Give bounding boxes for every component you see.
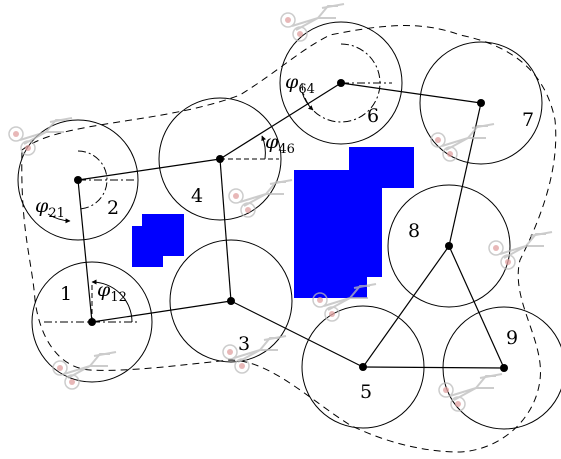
- node-label-3: 3: [238, 333, 250, 355]
- node-dot-7: [477, 99, 485, 107]
- node-label-1: 1: [60, 283, 72, 305]
- drone-icon: [53, 352, 116, 389]
- edge-1-2: [78, 180, 92, 322]
- obstacle-small: [132, 214, 184, 267]
- edge-2-4: [78, 159, 220, 180]
- angle-label-phi21: φ21: [35, 195, 65, 221]
- edge-7-8: [449, 103, 481, 246]
- node-dot-8: [445, 242, 453, 250]
- node-dot-6: [337, 79, 345, 87]
- node-label-4: 4: [191, 185, 203, 207]
- angle-labels: φ21 φ12 φ46 φ64: [35, 71, 315, 305]
- drone-icon: [229, 180, 292, 217]
- node-dot-2: [74, 176, 82, 184]
- node-dot-5: [359, 363, 367, 371]
- drone-icon: [489, 232, 552, 269]
- edge-5-9: [363, 367, 504, 368]
- node-dot-4: [216, 155, 224, 163]
- graph-edges: [78, 83, 504, 368]
- drone-icon: [9, 118, 72, 155]
- node-label-5: 5: [360, 381, 372, 403]
- drone-icon: [431, 124, 494, 161]
- angle-label-phi12: φ12: [97, 279, 127, 305]
- node-dot-3: [227, 297, 235, 305]
- node-label-9: 9: [506, 327, 518, 349]
- angle-label-phi46: φ46: [265, 131, 295, 157]
- node-dot-9: [500, 364, 508, 372]
- node-label-7: 7: [522, 109, 534, 131]
- edge-3-5: [231, 301, 363, 367]
- node-dot-1: [88, 318, 96, 326]
- node-label-6: 6: [367, 105, 379, 127]
- edge-6-7: [341, 83, 481, 103]
- edge-3-4: [220, 159, 231, 301]
- node-label-8: 8: [408, 220, 420, 242]
- node-dots: [74, 79, 508, 372]
- edge-8-9: [449, 246, 504, 368]
- angle-label-phi64: φ64: [285, 71, 315, 97]
- node-label-2: 2: [107, 197, 119, 219]
- drone-icons: [9, 4, 552, 411]
